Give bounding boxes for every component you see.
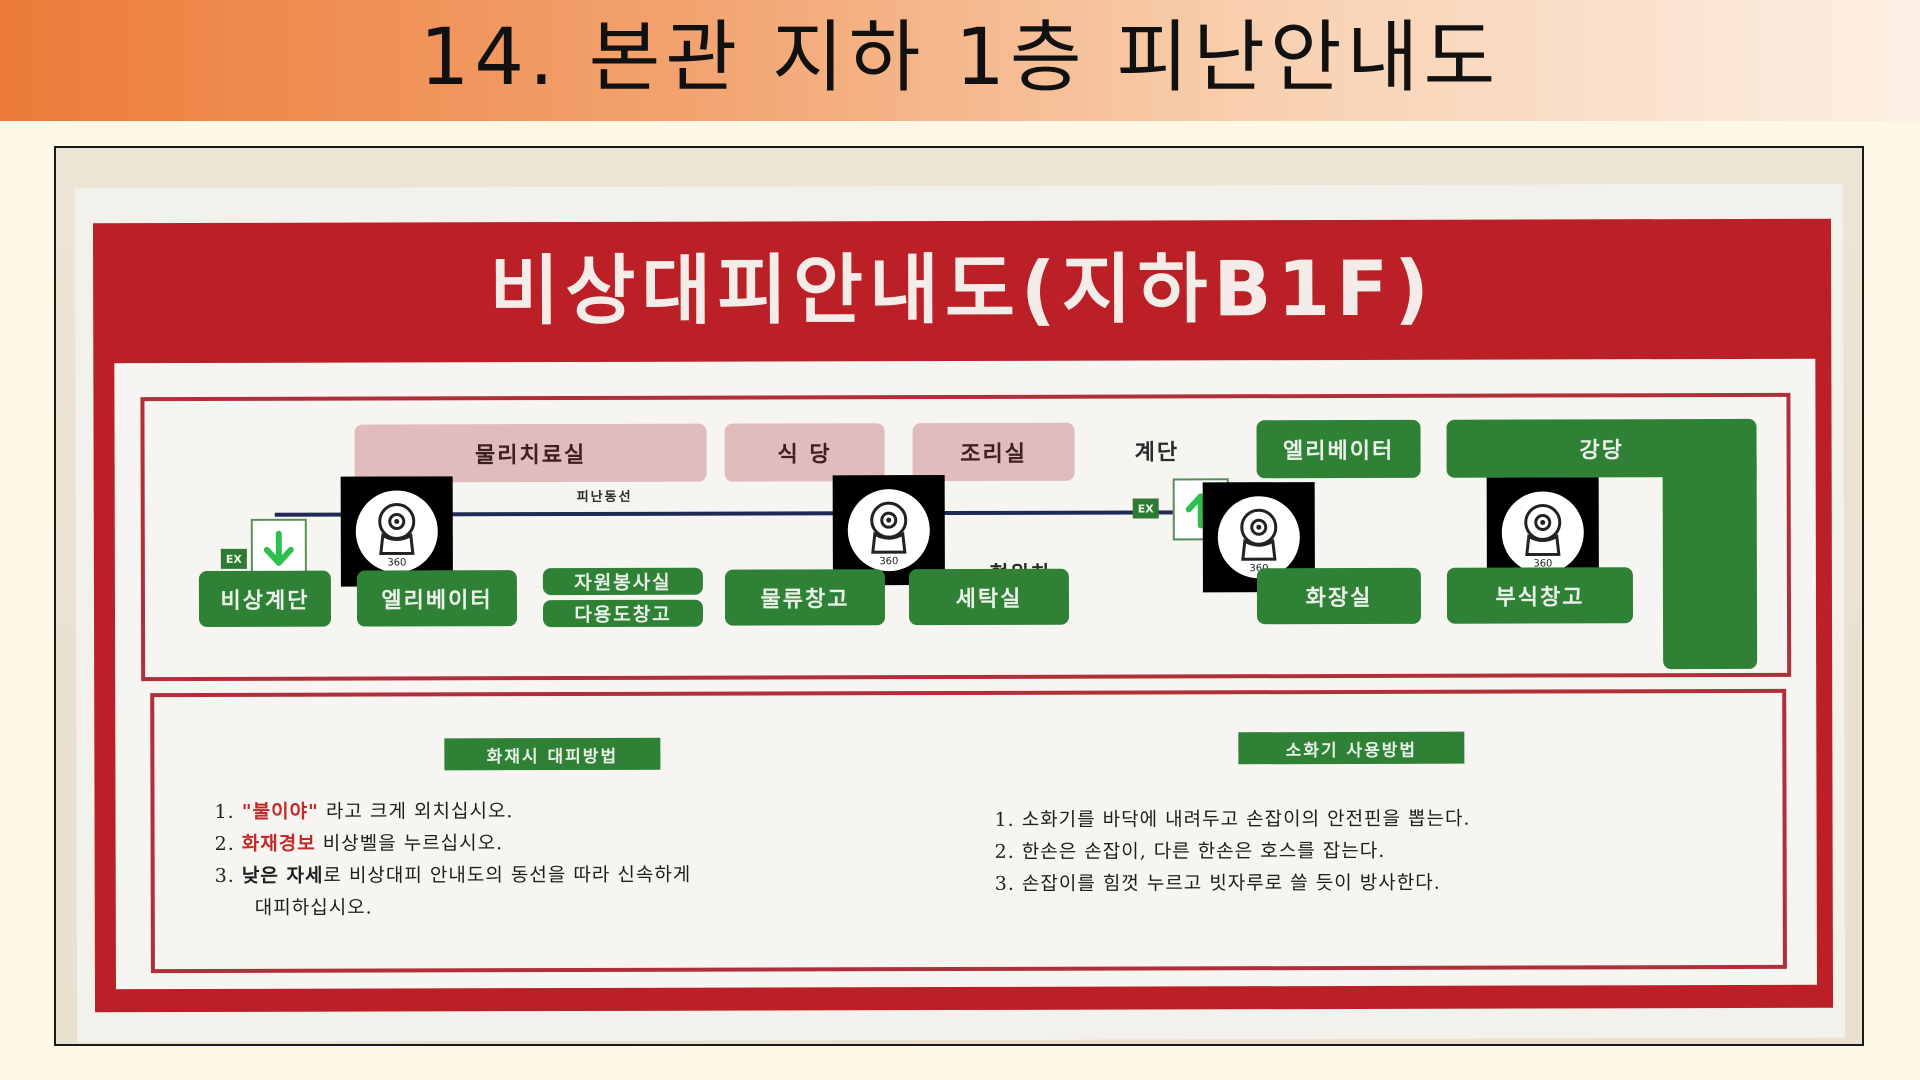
svg-text:360: 360 — [1533, 558, 1552, 569]
room-food-storage: 부식창고 — [1446, 567, 1634, 624]
exit-sign-icon: EX — [220, 548, 247, 569]
evacuation-route-line — [274, 510, 1203, 517]
label-route: 피난동선 — [576, 489, 633, 506]
extinguisher-steps: 1. 소화기를 바닥에 내려두고 손잡이의 안전핀을 뽑는다. 2. 한손은 손… — [995, 803, 1755, 915]
svg-text:360: 360 — [387, 557, 406, 568]
arrow-down-icon — [250, 518, 307, 581]
camera-360-icon[interactable]: 360 — [832, 475, 945, 586]
evacuation-poster: 비상대피안내도(지하B1F) 물리치료실 식 당 조리실 계단 엘리베이터 강당 — [74, 183, 1846, 1043]
exit-sign-icon: EX — [1132, 498, 1159, 519]
room-laundry: 세탁실 — [908, 568, 1070, 626]
room-elevator-top: 엘리베이터 — [1256, 419, 1421, 479]
svg-text:360: 360 — [1249, 563, 1268, 574]
fire-evacuation-heading: 화재시 대피방법 — [444, 737, 661, 771]
page-title: 14. 본관 지하 1층 피난안내도 — [419, 13, 1501, 103]
camera-360-icon[interactable]: 360 — [340, 476, 453, 587]
extinguisher-step-1: 1. 소화기를 바닥에 내려두고 손잡이의 안전핀을 뽑는다. — [994, 807, 1471, 831]
room-auditorium-wing — [1662, 456, 1758, 670]
poster-red-frame: 비상대피안내도(지하B1F) 물리치료실 식 당 조리실 계단 엘리베이터 강당 — [92, 218, 1834, 1013]
fire-evacuation-steps: 1. "불이야" 라고 크게 외치십시오. 2. 화재경보 비상벨을 누르십시오… — [214, 795, 974, 937]
room-storage-multi: 다용도창고 — [542, 599, 704, 628]
camera-360-icon[interactable]: 360 — [1486, 477, 1599, 588]
fire-step-3: 3. 낮은 자세로 비상대피 안내도의 동선을 따라 신속하게 — [214, 863, 692, 887]
fire-step-2: 2. 화재경보 비상벨을 누르십시오. — [214, 832, 504, 855]
instructions-box: 화재시 대피방법 소화기 사용방법 1. "불이야" 라고 크게 외치십시오. … — [150, 688, 1787, 974]
extinguisher-step-3: 3. 손잡이를 힘껏 누르고 빗자루로 쓸 듯이 방사한다. — [994, 871, 1441, 895]
extinguisher-heading: 소화기 사용방법 — [1238, 731, 1465, 765]
room-logistics-storage: 물류창고 — [724, 569, 886, 626]
svg-text:360: 360 — [879, 556, 898, 567]
poster-content-panel: 물리치료실 식 당 조리실 계단 엘리베이터 강당 피난동선 현위치 EX EX — [114, 358, 1817, 990]
title-banner — [0, 0, 1920, 121]
room-elevator-bottom: 엘리베이터 — [356, 570, 518, 627]
poster-title: 비상대피안내도(지하B1F) — [489, 243, 1436, 336]
room-emergency-stairs: 비상계단 — [198, 570, 332, 627]
fire-step-3-cont: 대피하십시오. — [254, 896, 373, 919]
floor-map: 물리치료실 식 당 조리실 계단 엘리베이터 강당 피난동선 현위치 EX EX — [140, 392, 1792, 682]
room-volunteer: 자원봉사실 — [542, 567, 703, 596]
fire-step-1: 1. "불이야" 라고 크게 외치십시오. — [214, 800, 514, 823]
camera-360-icon[interactable]: 360 — [1202, 482, 1315, 593]
room-restroom: 화장실 — [1256, 567, 1422, 625]
extinguisher-step-2: 2. 한손은 손잡이, 다른 한손은 호스를 잡는다. — [994, 839, 1386, 863]
evacuation-map-photo: 비상대피안내도(지하B1F) 물리치료실 식 당 조리실 계단 엘리베이터 강당 — [54, 146, 1864, 1046]
